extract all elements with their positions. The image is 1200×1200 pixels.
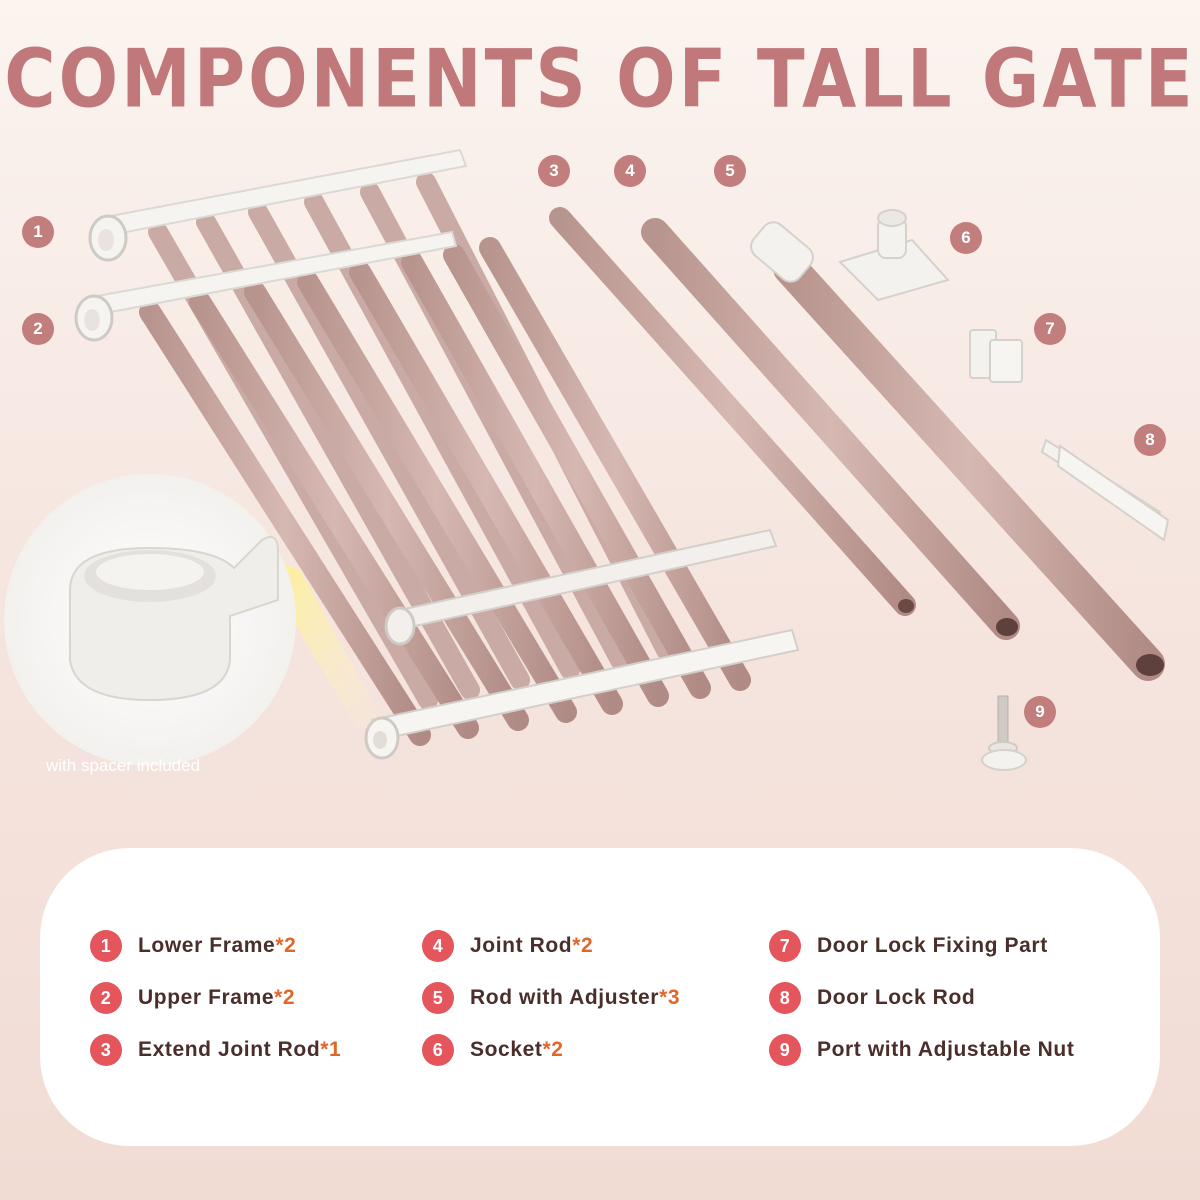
legend-number: 7 — [769, 930, 801, 962]
badge-8: 8 — [1134, 424, 1166, 456]
legend-item-7: 7 Door Lock Fixing Part — [769, 930, 1048, 962]
legend-quantity: *2 — [275, 934, 297, 957]
legend-label: Socket — [470, 1038, 543, 1061]
spacer-callout — [4, 474, 386, 766]
legend-item-6: 6 Socket*2 — [422, 1034, 564, 1066]
legend-item-3: 3 Extend Joint Rod*1 — [90, 1034, 341, 1066]
legend-number: 8 — [769, 982, 801, 1014]
badge-2: 2 — [22, 313, 54, 345]
legend-item-8: 8 Door Lock Rod — [769, 982, 975, 1014]
badge-6: 6 — [950, 222, 982, 254]
legend-item-9: 9 Port with Adjustable Nut — [769, 1034, 1074, 1066]
legend-label: Joint Rod — [470, 934, 573, 957]
socket-part — [838, 209, 950, 302]
legend-label: Rod with Adjuster — [470, 986, 660, 1009]
legend-quantity: *2 — [572, 934, 594, 957]
legend-label: Door Lock Rod — [817, 986, 976, 1009]
legend-item-2: 2 Upper Frame*2 — [90, 982, 295, 1014]
joint-rod-part — [641, 218, 1020, 640]
legend-item-4: 4 Joint Rod*2 — [422, 930, 593, 962]
legend-number: 9 — [769, 1034, 801, 1066]
legend-label: Lower Frame — [138, 934, 276, 957]
spacer-caption: with spacer included — [46, 756, 201, 775]
door-lock-fixing-part — [969, 329, 1023, 383]
legend-label: Upper Frame — [138, 986, 275, 1009]
port-with-nut-part — [981, 695, 1027, 771]
legend-label: Extend Joint Rod — [138, 1038, 321, 1061]
legend-item-1: 1 Lower Frame*2 — [90, 930, 296, 962]
extend-joint-rod-part — [549, 207, 916, 616]
badge-4: 4 — [614, 155, 646, 187]
badge-9: 9 — [1024, 696, 1056, 728]
legend-number: 1 — [90, 930, 122, 962]
gate-components-illustration — [4, 148, 1170, 771]
legend-number: 5 — [422, 982, 454, 1014]
page-title: COMPONENTS OF TALL GATE — [4, 31, 1196, 127]
badge-1: 1 — [22, 216, 54, 248]
rod-with-adjuster-part — [750, 221, 1165, 681]
legend-label: Door Lock Fixing Part — [817, 934, 1048, 957]
legend-quantity: *2 — [274, 986, 296, 1009]
badge-5: 5 — [714, 155, 746, 187]
legend-quantity: *3 — [659, 986, 681, 1009]
legend-number: 3 — [90, 1034, 122, 1066]
legend-number: 6 — [422, 1034, 454, 1066]
legend-label: Port with Adjustable Nut — [817, 1038, 1075, 1061]
badge-7: 7 — [1034, 313, 1066, 345]
legend-number: 4 — [422, 930, 454, 962]
upper-frame-part — [74, 230, 800, 760]
badge-3: 3 — [538, 155, 570, 187]
legend-item-5: 5 Rod with Adjuster*3 — [422, 982, 680, 1014]
legend-quantity: *2 — [542, 1038, 564, 1061]
legend-card: 1 Lower Frame*2 2 Upper Frame*2 3 Extend… — [40, 848, 1160, 1146]
legend-quantity: *1 — [320, 1038, 342, 1061]
legend-number: 2 — [90, 982, 122, 1014]
door-lock-rod-part — [1040, 438, 1170, 542]
